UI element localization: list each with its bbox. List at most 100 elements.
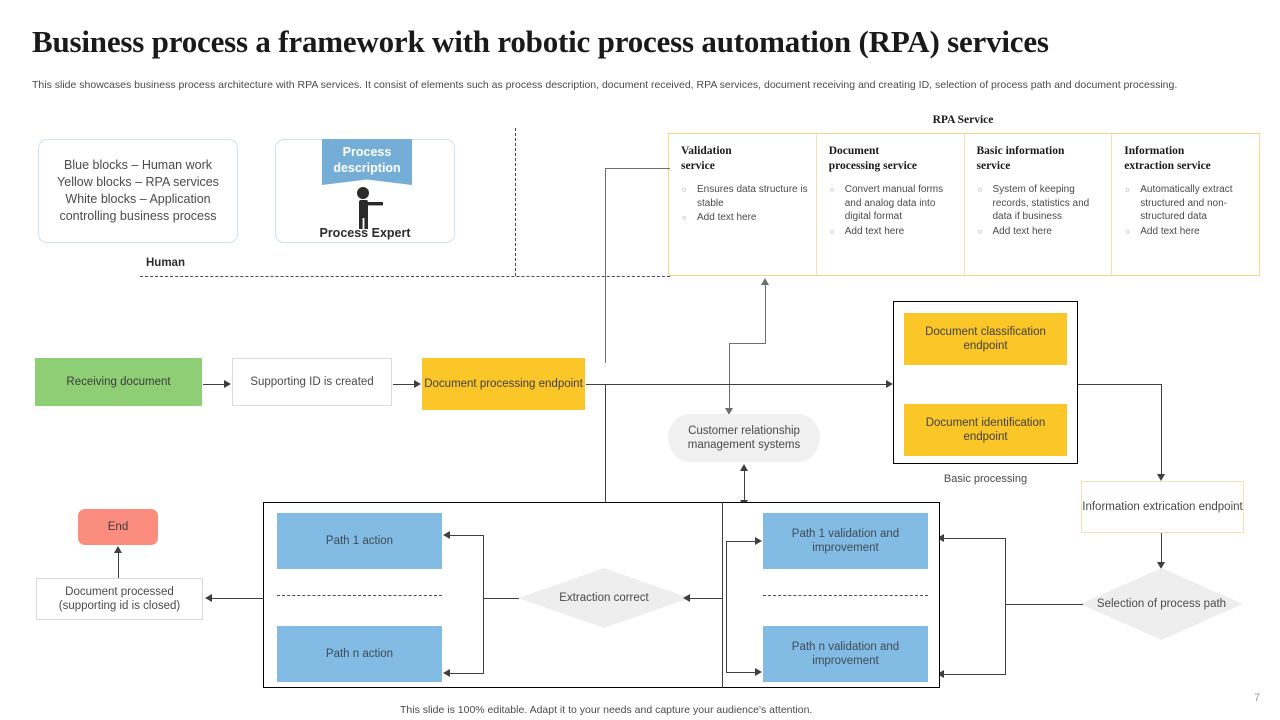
arrow-right-to-pn-validation: [755, 668, 762, 676]
list-item: Add text here: [681, 211, 808, 225]
process-expert-icon: [357, 187, 383, 229]
path-validation-separator: [763, 595, 928, 596]
rpa-column-document-processing-service: Document processing service Convert manu…: [817, 134, 965, 275]
node-extraction-correct[interactable]: Extraction correct: [518, 568, 690, 628]
rpa-column-list: System of keeping records, statistics an…: [977, 183, 1104, 238]
page-title: Business process a framework with roboti…: [32, 24, 1049, 59]
connector-group-to-document-processed: [212, 598, 264, 599]
diamond-label: Selection of process path: [1096, 597, 1227, 610]
banner-line-1: Process: [342, 145, 392, 159]
legend-text: Blue blocks – Human work Yellow blocks –…: [39, 140, 237, 242]
human-label: Human: [146, 257, 185, 269]
node-selection-of-process-path[interactable]: Selection of process path: [1080, 568, 1243, 640]
arrow-left-to-p1-action: [443, 531, 450, 539]
arrow-up-crm: [740, 464, 748, 471]
connector-return-to-pn-action: [450, 673, 484, 674]
arrow-right-3: [886, 380, 893, 388]
arrow-down-to-infoextr: [1157, 474, 1165, 481]
node-document-identification-endpoint[interactable]: Document identification endpoint: [904, 404, 1067, 456]
list-item: Automatically extract structured and non…: [1124, 183, 1251, 224]
node-document-processed[interactable]: Document processed (supporting id is clo…: [36, 578, 203, 620]
node-document-classification-endpoint[interactable]: Document classification endpoint: [904, 313, 1067, 365]
node-path-n-action[interactable]: Path n action: [277, 626, 442, 682]
basic-processing-caption: Basic processing: [943, 473, 1028, 485]
connector-receiving-to-supporting: [203, 384, 225, 385]
arrow-left-to-p1-validation: [937, 534, 944, 542]
page-subtitle: This slide showcases business process ar…: [32, 79, 1178, 91]
rpa-heading-line-1: Document: [828, 145, 880, 157]
rpa-service-title: RPA Service: [932, 114, 994, 126]
human-zone-divider: [140, 276, 670, 277]
rpa-heading-line-2: service: [681, 160, 715, 172]
rpa-column-validation-service: Validation service Ensures data structur…: [669, 134, 817, 275]
node-crm-systems[interactable]: Customer relationship management systems: [668, 414, 820, 462]
list-item: Add text here: [977, 225, 1104, 239]
node-path-n-validation[interactable]: Path n validation and improvement: [763, 626, 928, 682]
process-description-card: Process description Process Expert: [275, 139, 455, 243]
list-item: Add text here: [829, 225, 956, 239]
connector-return-to-p1-action: [450, 535, 484, 536]
arrow-down-into-crm: [725, 408, 733, 415]
legend-line-4: controlling business process: [59, 209, 217, 223]
list-item: System of keeping records, statistics an…: [977, 183, 1104, 224]
rpa-column-basic-information-service: Basic information service System of keep…: [965, 134, 1113, 275]
process-description-banner: Process description: [322, 139, 412, 185]
legend-line-3: White blocks – Application: [65, 192, 211, 206]
arrow-left-to-pn-validation: [937, 670, 944, 678]
connector-document-processed-to-end: [118, 552, 119, 578]
node-path-1-validation[interactable]: Path 1 validation and improvement: [763, 513, 928, 569]
connector-crm-branch-up: [765, 284, 766, 344]
connector-crm-branch-h: [729, 343, 766, 344]
list-item: Add text here: [1124, 225, 1251, 239]
rpa-heading-line-2: service: [976, 160, 1011, 172]
connector-bus-to-p1-validation: [944, 538, 1006, 539]
connector-crm-branch-down: [729, 343, 730, 408]
connector-dpe-to-validation-h: [605, 168, 670, 169]
process-expert-label: Process Expert: [319, 226, 411, 240]
connector-selection-left: [1005, 604, 1083, 605]
connector-feeder-to-pn: [726, 672, 756, 673]
rpa-heading-line-1: Validation: [681, 145, 732, 157]
arrow-left-extraction: [683, 594, 690, 602]
connector-supporting-to-dpe: [393, 384, 415, 385]
list-item: Ensures data structure is stable: [681, 183, 808, 210]
rpa-service-panel: Validation service Ensures data structur…: [668, 133, 1260, 276]
arrow-right-1: [224, 380, 231, 388]
node-supporting-id-created[interactable]: Supporting ID is created: [232, 358, 392, 406]
node-document-processing-endpoint[interactable]: Document processing endpoint: [422, 358, 585, 410]
rpa-column-list: Ensures data structure is stable Add tex…: [681, 183, 808, 225]
rpa-column-heading: Information extraction service: [1124, 144, 1251, 174]
connector-basic-to-infoextr-h: [1078, 384, 1162, 385]
arrow-right-2: [414, 380, 421, 388]
connector-feeder-to-p1: [726, 541, 756, 542]
connector-dpe-to-basic-processing: [586, 384, 889, 385]
connector-basic-to-infoextr-v: [1161, 384, 1162, 476]
group-validation-inner-border: [722, 502, 723, 688]
diamond-label: Extraction correct: [559, 591, 649, 604]
connector-validation-to-extraction: [690, 598, 723, 599]
connector-infoextr-to-selection: [1161, 533, 1162, 565]
rpa-heading-line-2: extraction service: [1124, 160, 1211, 172]
rpa-column-heading: Validation service: [681, 144, 808, 174]
rpa-column-heading: Document processing service: [829, 144, 956, 174]
arrow-right-to-p1-validation: [755, 537, 762, 545]
connector-bus-to-pn-validation: [944, 674, 1006, 675]
node-receiving-document[interactable]: Receiving document: [35, 358, 202, 406]
rpa-heading-line-1: Basic information: [976, 145, 1065, 157]
node-end[interactable]: End: [78, 509, 158, 545]
connector-validation-feeder-v: [726, 541, 727, 672]
node-path-1-action[interactable]: Path 1 action: [277, 513, 442, 569]
rpa-heading-line-1: Information: [1124, 145, 1185, 157]
rpa-column-information-extraction-service: Information extraction service Automatic…: [1112, 134, 1259, 275]
rpa-column-list: Automatically extract structured and non…: [1124, 183, 1251, 238]
legend-line-2: Yellow blocks – RPA services: [57, 175, 219, 189]
footer-note: This slide is 100% editable. Adapt it to…: [400, 704, 813, 716]
list-item: Convert manual forms and analog data int…: [829, 183, 956, 224]
arrow-up-to-end: [114, 546, 122, 553]
rpa-column-list: Convert manual forms and analog data int…: [829, 183, 956, 238]
arrow-left-to-pn-action: [443, 669, 450, 677]
arrow-left-to-document-processed: [205, 594, 212, 602]
connector-extraction-return-v: [483, 535, 484, 674]
node-information-extrication-endpoint[interactable]: Information extrication endpoint: [1081, 481, 1244, 533]
